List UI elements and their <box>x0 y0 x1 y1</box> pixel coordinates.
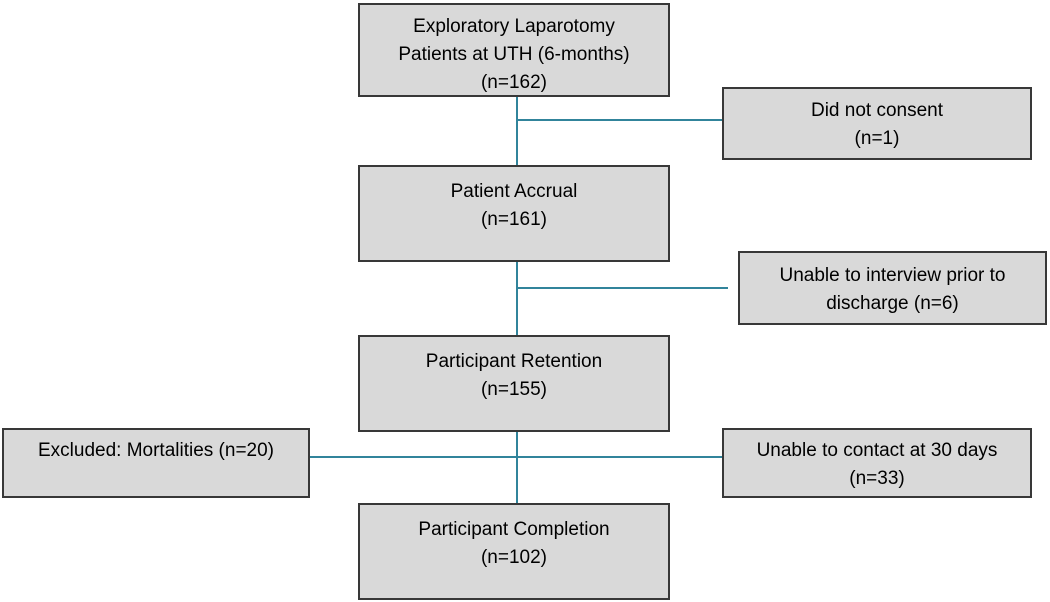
node-text-line: Participant Retention <box>425 351 603 372</box>
node-text-line: Exploratory Laparotomy <box>413 16 615 37</box>
node-exploratory-laparotomy-patients: Exploratory Laparotomy Patients at UTH (… <box>358 3 670 97</box>
node-text-line: (n=155) <box>480 379 548 400</box>
node-unable-to-contact: Unable to contact at 30 days (n=33) <box>722 428 1032 498</box>
node-text-line: (n=33) <box>849 468 905 489</box>
node-participant-completion: Participant Completion (n=102) <box>358 503 670 600</box>
connector-branch-excluded-and-contact <box>310 456 722 458</box>
node-text-line: Patient Accrual <box>450 181 578 202</box>
node-text-line: Did not consent <box>810 100 944 121</box>
connector-accrual-to-retention <box>516 262 518 335</box>
node-participant-retention: Participant Retention (n=155) <box>358 335 670 432</box>
node-text-line: Unable to interview prior to <box>779 265 1006 286</box>
connector-branch-did-not-consent <box>517 119 722 121</box>
connector-retention-to-completion <box>516 432 518 503</box>
node-unable-to-interview: Unable to interview prior to discharge (… <box>738 251 1047 325</box>
node-text-line: Patients at UTH (6-months) <box>398 44 630 65</box>
connector-branch-unable-to-interview <box>517 287 728 289</box>
node-text-line: (n=102) <box>480 547 548 568</box>
node-excluded-mortalities: Excluded: Mortalities (n=20) <box>2 428 310 498</box>
node-text-line: (n=162) <box>480 72 548 93</box>
node-text-line: discharge (n=6) <box>826 293 959 314</box>
node-text-line: (n=161) <box>480 209 548 230</box>
node-text-line: Excluded: Mortalities (n=20) <box>37 440 275 461</box>
node-text-line: Participant Completion <box>418 519 610 540</box>
node-text-line: (n=1) <box>854 128 900 149</box>
connector-source-to-accrual <box>516 97 518 165</box>
node-did-not-consent: Did not consent (n=1) <box>722 87 1032 160</box>
node-text-line: Unable to contact at 30 days <box>756 440 998 461</box>
node-patient-accrual: Patient Accrual (n=161) <box>358 165 670 262</box>
